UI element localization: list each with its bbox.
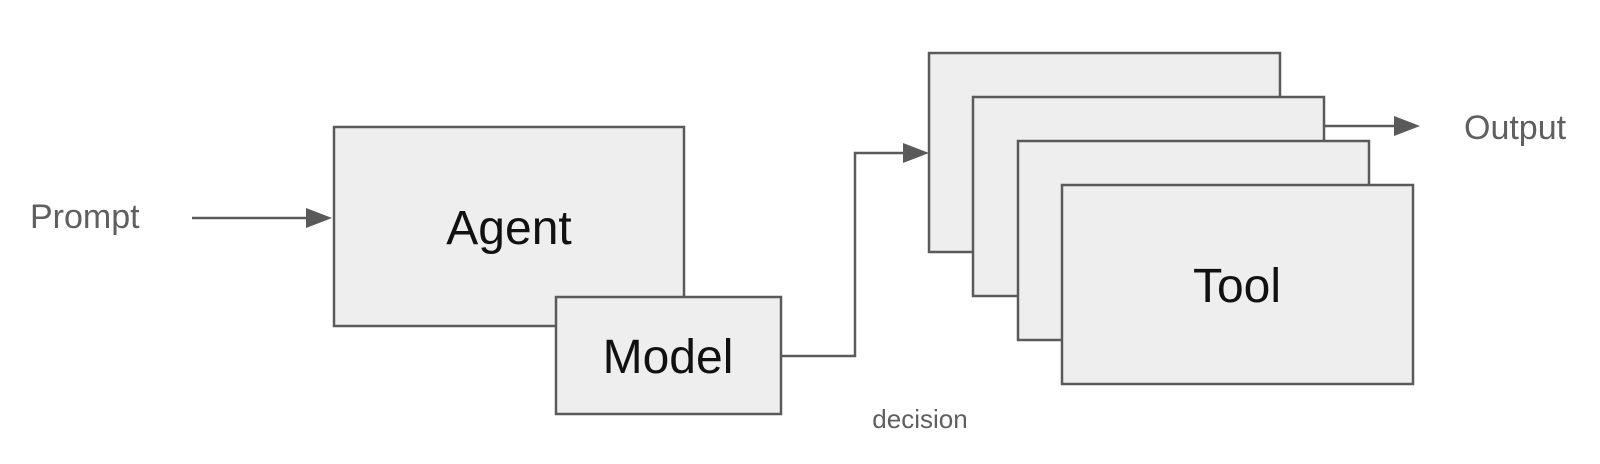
decision-label: decision (872, 404, 967, 434)
tool-box-front (1060, 183, 1415, 386)
model-label: Model (603, 331, 734, 384)
output-arrowhead (1394, 116, 1420, 136)
output-label: Output (1464, 109, 1567, 147)
agent-box (332, 125, 686, 328)
tool-label: Tool (1193, 260, 1281, 313)
agent-label: Agent (446, 202, 571, 255)
model-box (554, 295, 783, 416)
decision-connector (781, 151, 903, 358)
prompt-label: Prompt (30, 198, 140, 236)
prompt-arrowhead (306, 208, 332, 228)
decision-arrowhead (903, 143, 929, 163)
